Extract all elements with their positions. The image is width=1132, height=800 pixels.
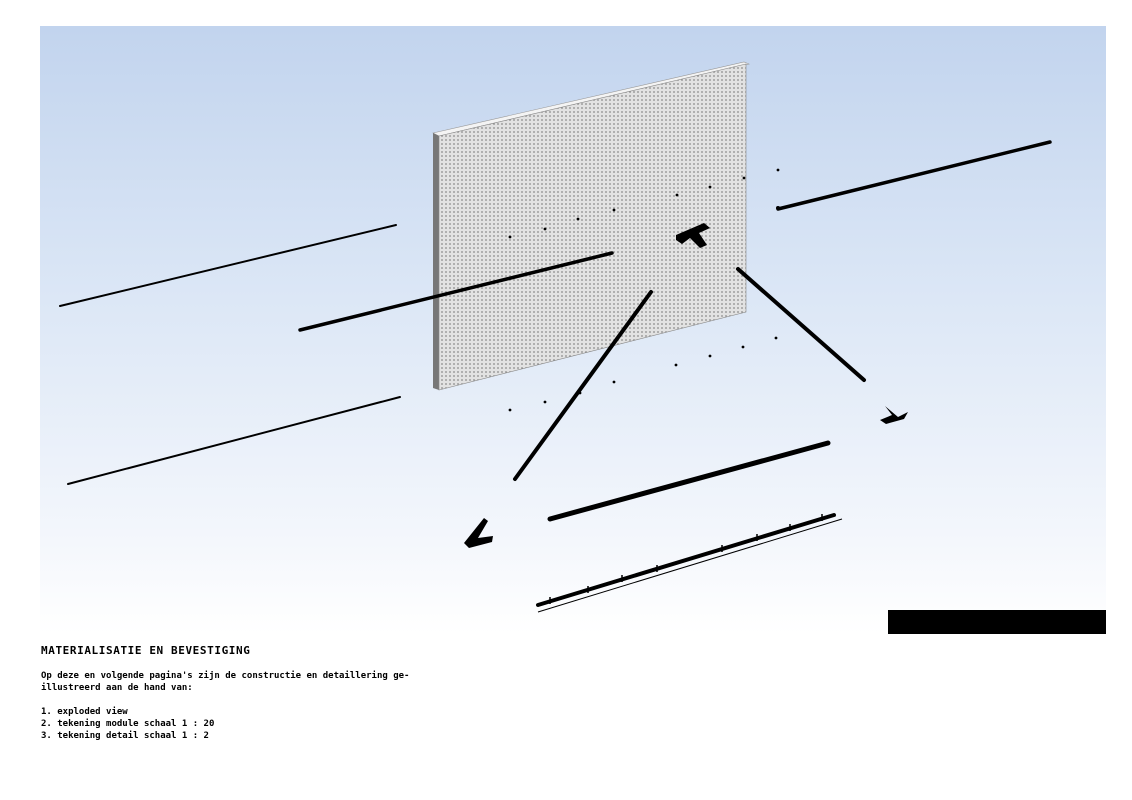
text-block: MATERIALISATIE EN BEVESTIGING Op deze en… bbox=[41, 644, 561, 742]
drawing-list: 1. exploded view 2. tekening module scha… bbox=[41, 706, 561, 742]
section-title: MATERIALISATIE EN BEVESTIGING bbox=[41, 644, 251, 657]
fasteners bbox=[508, 168, 780, 412]
exploded-view-render bbox=[40, 26, 1106, 634]
intro-paragraph: Op deze en volgende pagina's zijn de con… bbox=[41, 671, 410, 693]
connector-brackets bbox=[464, 223, 908, 548]
horizontal-rails bbox=[59, 140, 1052, 522]
base-profile bbox=[536, 513, 843, 613]
diagonal-struts bbox=[513, 267, 866, 481]
list-item: 2. tekening module schaal 1 : 20 bbox=[41, 719, 215, 729]
perforated-panel bbox=[432, 61, 750, 391]
list-item: 1. exploded view bbox=[41, 707, 128, 717]
list-item: 3. tekening detail schaal 1 : 2 bbox=[41, 731, 209, 741]
figure-caption-bar bbox=[888, 610, 1106, 634]
